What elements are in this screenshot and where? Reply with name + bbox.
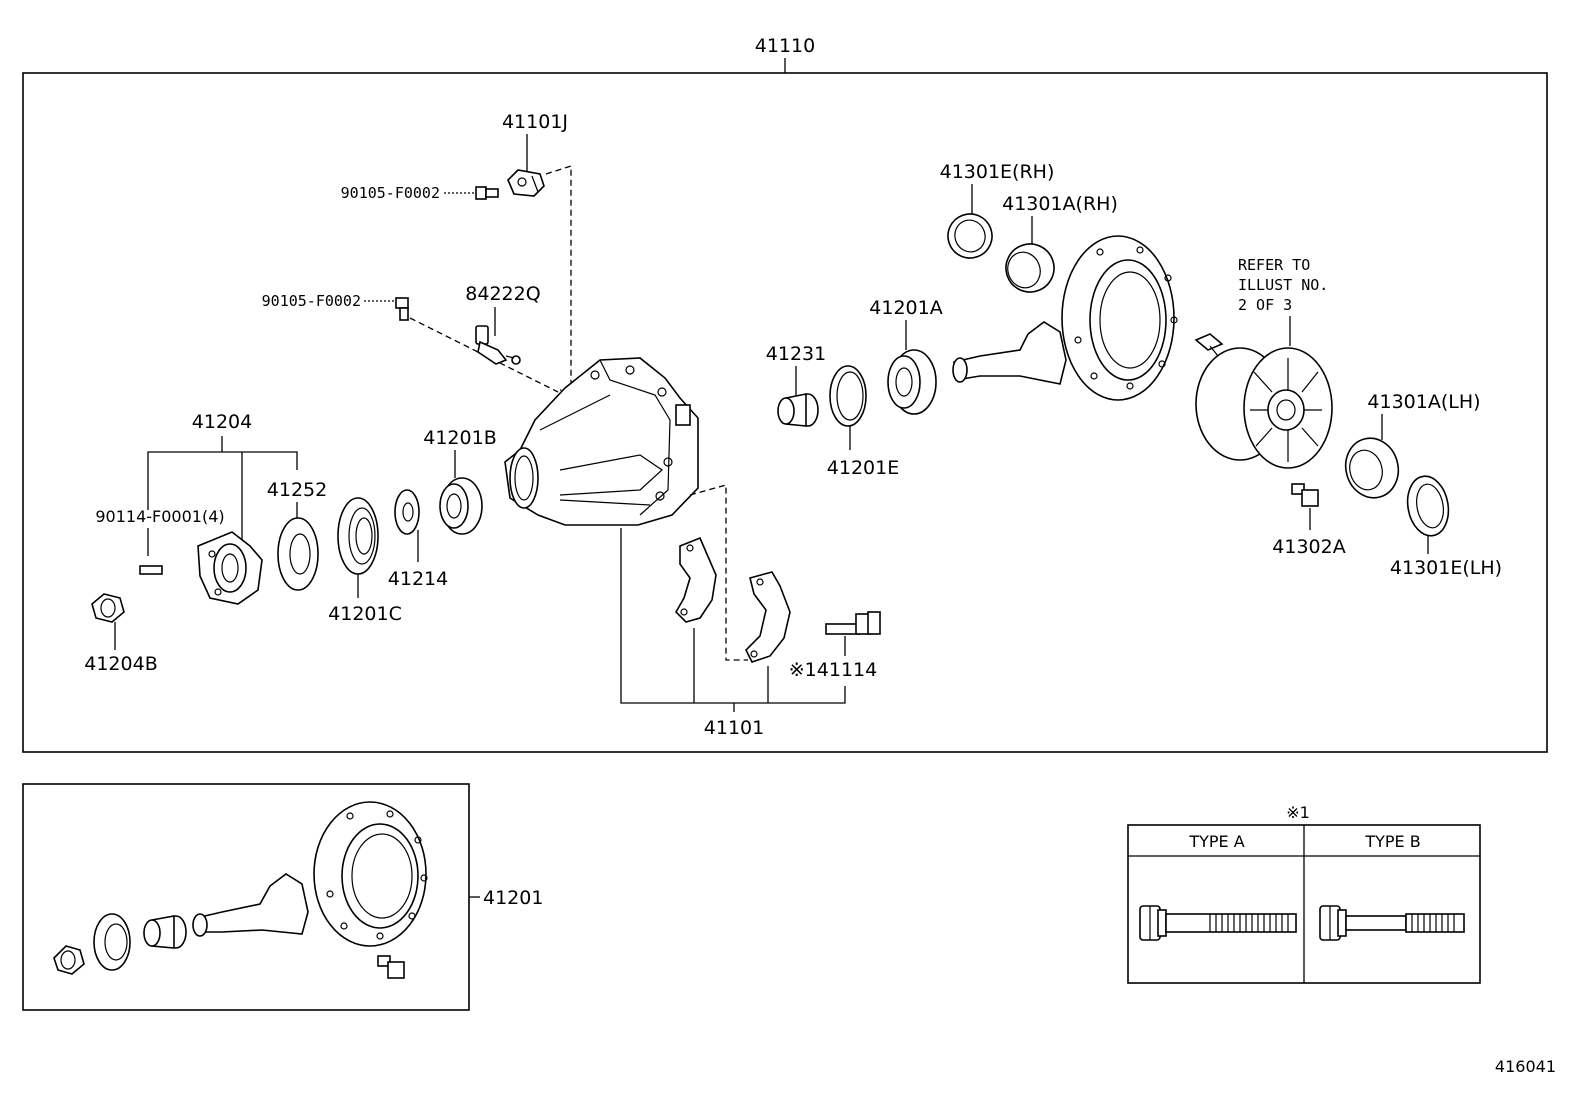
- bolt-icon: [1139, 905, 1297, 941]
- nut-icon: [91, 593, 125, 623]
- spacer-icon: [143, 915, 187, 949]
- part-label-41301a-rh[interactable]: 41301A(RH): [1002, 193, 1118, 215]
- bearing-icon: [439, 477, 483, 535]
- part-label-41201c[interactable]: 41201C: [328, 603, 402, 625]
- subassembly-label[interactable]: 41201: [483, 887, 543, 909]
- oil-seal-icon: [394, 489, 420, 535]
- refer-note-line-1: REFER TO: [1238, 256, 1310, 274]
- bearing-icon: [887, 349, 937, 415]
- part-label-41114[interactable]: ※141114: [789, 659, 877, 681]
- refer-note-line-2: ILLUST NO.: [1238, 276, 1328, 294]
- bearing-cap-icon: [745, 571, 791, 663]
- part-label-41101[interactable]: 41101: [704, 717, 764, 739]
- part-label-41301e-rh[interactable]: 41301E(RH): [940, 161, 1055, 183]
- oil-seal-icon: [1406, 475, 1450, 537]
- ring-gear-pinion-icon: [952, 235, 1178, 401]
- part-label-41301a-lh[interactable]: 41301A(LH): [1367, 391, 1480, 413]
- bolt-icon: [139, 565, 163, 575]
- type-b-header: TYPE B: [1364, 832, 1420, 851]
- oil-seal-icon: [947, 213, 993, 259]
- part-label-41201a[interactable]: 41201A: [869, 297, 942, 319]
- bolt-icon: [377, 955, 405, 979]
- part-label-41201b[interactable]: 41201B: [423, 427, 496, 449]
- part-label-41252[interactable]: 41252: [267, 479, 327, 501]
- differential-carrier-icon: [504, 357, 699, 526]
- refer-note-line-3: 2 OF 3: [1238, 296, 1292, 314]
- companion-flange-icon: [197, 531, 263, 605]
- bearing-icon: [1005, 243, 1055, 293]
- part-label-41301e-lh[interactable]: 41301E(LH): [1390, 557, 1502, 579]
- spacer-icon: [777, 393, 819, 427]
- nut-icon: [53, 945, 85, 975]
- part-label-84222q[interactable]: 84222Q: [465, 283, 540, 305]
- oil-seal-icon: [337, 497, 379, 575]
- oil-seal-icon: [829, 365, 867, 427]
- bolt-icon: [1319, 905, 1465, 941]
- bearing-icon: [1344, 437, 1400, 499]
- part-label-41204b[interactable]: 41204B: [84, 653, 157, 675]
- ring-gear-pinion-icon: [192, 801, 428, 947]
- sensor-icon: [507, 169, 545, 197]
- bolt-icon: [1291, 483, 1319, 507]
- assembly-label[interactable]: 41110: [755, 35, 815, 57]
- bolt-icon: [475, 186, 499, 200]
- part-label-90105-mid[interactable]: 90105-F0002: [262, 292, 361, 310]
- note-mark: ※1: [1286, 803, 1310, 822]
- type-a-header: TYPE A: [1188, 832, 1244, 851]
- oil-seal-icon: [93, 913, 131, 971]
- part-label-41302a[interactable]: 41302A: [1272, 536, 1345, 558]
- part-label-41231[interactable]: 41231: [766, 343, 826, 365]
- bearing-cap-icon: [675, 536, 717, 623]
- part-label-90114[interactable]: 90114-F0001(4): [95, 507, 224, 526]
- sensor-icon: [475, 325, 521, 365]
- differential-case-icon: [1194, 333, 1333, 469]
- figure-id: 416041: [1495, 1057, 1556, 1076]
- part-label-41214[interactable]: 41214: [388, 568, 448, 590]
- part-label-90105-top[interactable]: 90105-F0002: [341, 184, 440, 202]
- part-label-41204[interactable]: 41204: [192, 411, 252, 433]
- part-label-41201e[interactable]: 41201E: [827, 457, 899, 479]
- oil-seal-icon: [277, 517, 319, 591]
- bolt-icon: [825, 611, 881, 635]
- bolt-icon: [395, 297, 409, 321]
- part-label-41101j[interactable]: 41101J: [502, 111, 568, 133]
